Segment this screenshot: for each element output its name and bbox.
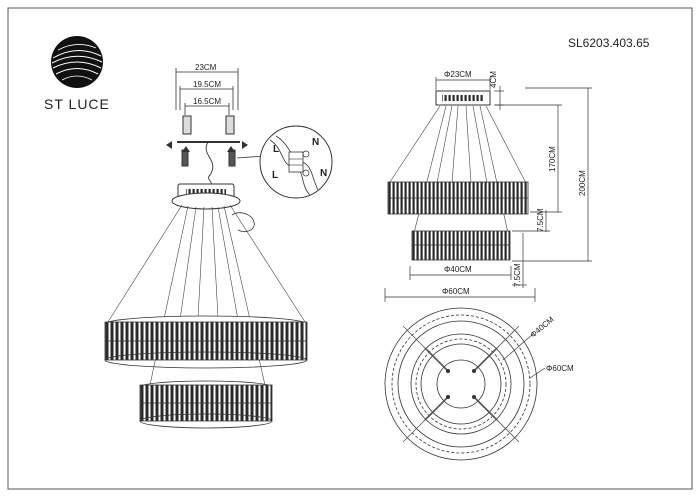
- wire-label-neutral-bottom: N: [320, 168, 327, 179]
- wiring-detail: [236, 125, 333, 199]
- model-number: SL6203.403.65: [568, 36, 650, 50]
- small-ring-diameter: Φ40CM: [444, 265, 472, 274]
- large-ring-diameter: Φ60CM: [442, 287, 470, 296]
- mount-width-outer: 23CM: [195, 63, 217, 72]
- top-canopy: [436, 359, 486, 409]
- hand-icon: [231, 212, 255, 232]
- side-small-ring: [411, 230, 511, 261]
- top-small-ring: [410, 333, 512, 435]
- total-height: 200CM: [578, 170, 587, 196]
- mount-dimensions: [175, 68, 239, 115]
- wire-label-neutral-top: N: [312, 137, 319, 148]
- ring-height: 7.5CM: [513, 263, 522, 287]
- top-small-ring-diameter: Φ40CM: [529, 315, 556, 340]
- mount-width-inner: 16.5CM: [193, 97, 221, 106]
- brand-logo: ST LUCE: [44, 36, 110, 112]
- wire-label-live-top: L: [273, 144, 279, 155]
- canopy-diameter: Φ23CM: [444, 70, 472, 79]
- top-large-ring-diameter: Φ60CM: [546, 364, 574, 373]
- top-large-ring: [384, 307, 538, 461]
- mount-width-mid: 19.5CM: [193, 80, 221, 89]
- wire-label-live-bottom: L: [272, 170, 278, 181]
- ring-gap: 7.5CM: [536, 208, 545, 232]
- page-border: [7, 7, 693, 490]
- direction-arrow-icon: [166, 141, 248, 152]
- cable-length: 170CM: [548, 146, 557, 172]
- power-cable: [205, 141, 214, 187]
- side-elevation: [384, 77, 592, 302]
- chandelier-perspective: [104, 183, 308, 429]
- top-view: [384, 307, 546, 461]
- logo-swirl-icon: [51, 36, 103, 88]
- mounting-bracket: [177, 115, 240, 167]
- canopy-height: 4CM: [489, 71, 498, 88]
- brand-name: ST LUCE: [44, 96, 110, 112]
